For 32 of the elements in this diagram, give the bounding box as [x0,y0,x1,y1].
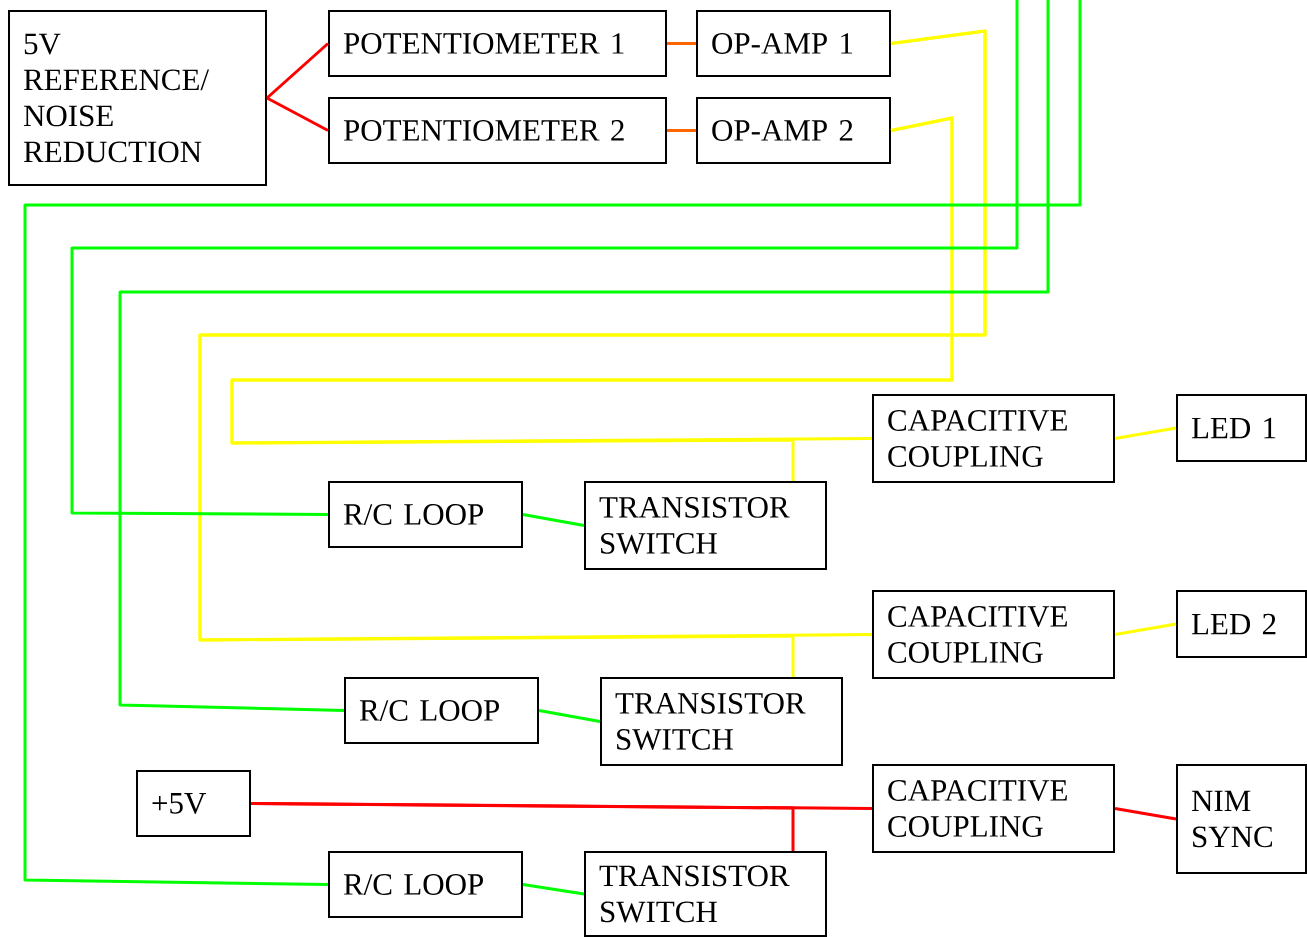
block-box: TRANSISTOR SWITCH [600,677,843,766]
block-box: R/C LOOP [344,677,539,744]
block-box: OP-AMP 2 [696,97,891,164]
block-box: TRANSISTOR SWITCH [584,481,827,570]
block-box: LED 2 [1176,590,1307,658]
block-box: CAPACITIVE COUPLING [872,764,1115,853]
wire [70,0,1019,516]
wire [1114,807,1177,821]
wire [667,129,696,132]
wire [251,802,795,851]
block-box: +5V [136,770,251,837]
block-box: POTENTIOMETER 1 [328,10,667,77]
wire [667,42,696,45]
block-box: OP-AMP 1 [696,10,891,77]
block-box: R/C LOOP [328,851,523,918]
block-box: TRANSISTOR SWITCH [584,851,827,937]
wire [538,709,601,723]
block-box: CAPACITIVE COUPLING [872,394,1115,483]
wire [1114,426,1177,440]
block-box: NIM SYNC [1176,764,1307,874]
wire [118,0,1050,712]
block-box: LED 1 [1176,394,1307,462]
wire [1114,622,1177,636]
wire [266,96,329,132]
block-box: 5V REFERENCE/ NOISE REDUCTION [8,10,267,186]
block-box: CAPACITIVE COUPLING [872,590,1115,679]
wire [522,513,585,527]
wire [23,0,1082,886]
wire [522,883,585,896]
block-box: POTENTIOMETER 2 [328,97,667,164]
wire [266,42,329,100]
block-box: R/C LOOP [328,481,523,548]
